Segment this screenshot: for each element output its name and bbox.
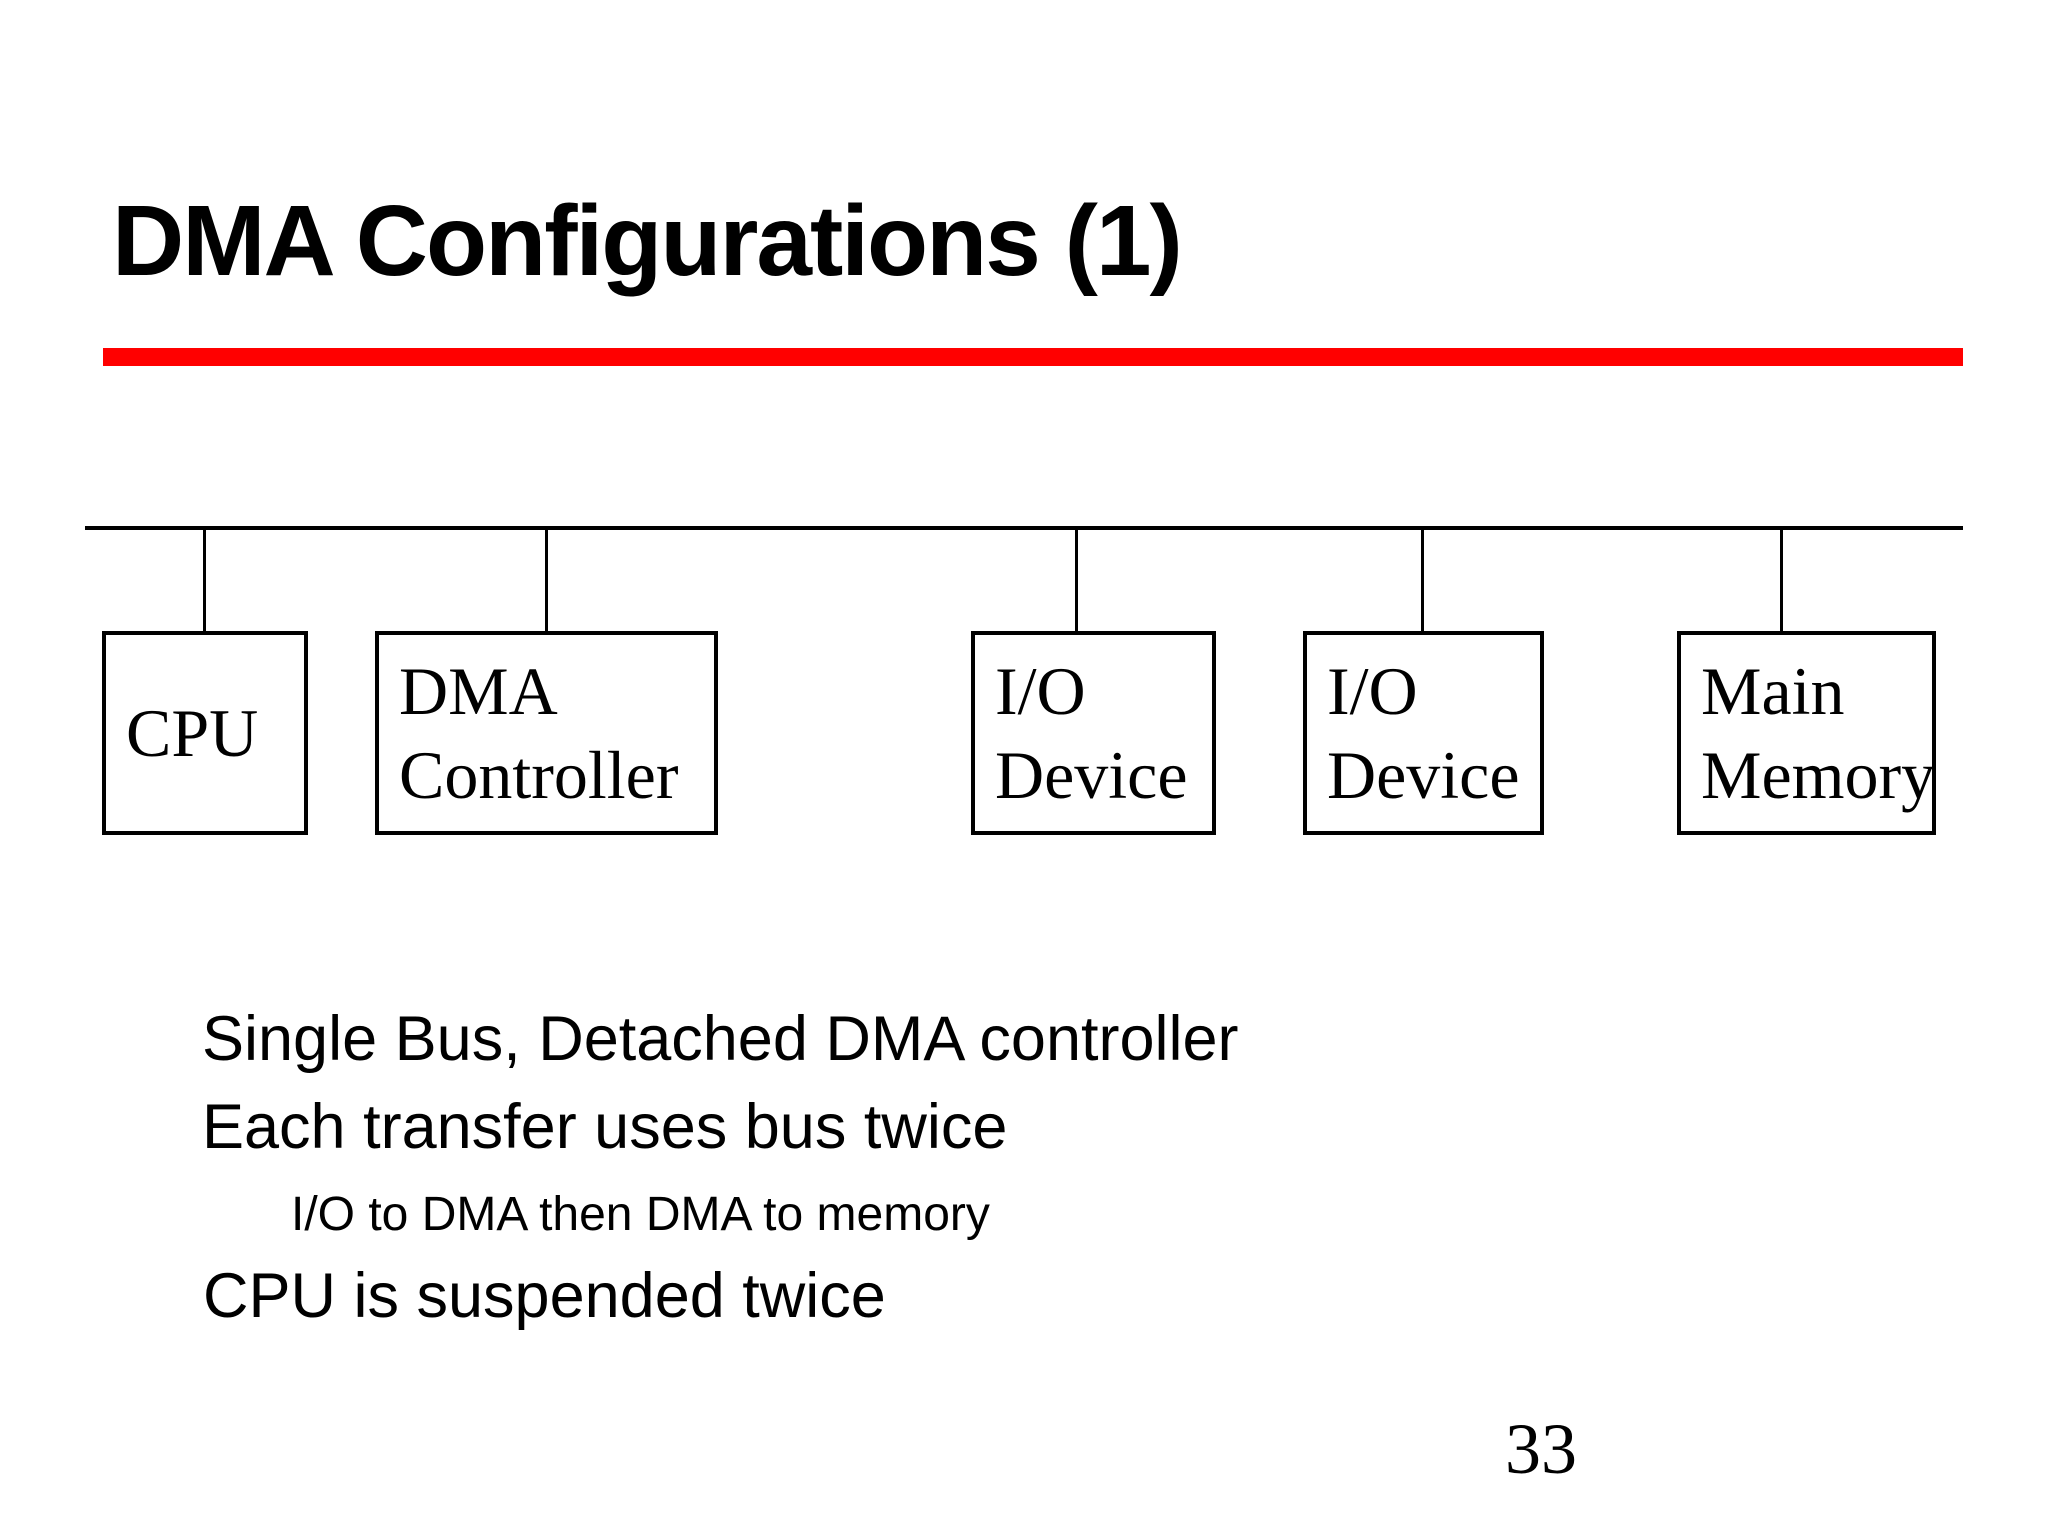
diagram-box-io-device-1: I/O Device [971,631,1216,835]
box-label-line: Main [1701,653,1845,729]
title-accent-rule [103,348,1963,366]
box-label-line: I/O [1327,653,1418,729]
diagram-box-cpu: CPU [102,631,308,835]
box-label-line: Memory [1701,737,1936,813]
box-label-line: Device [1327,737,1520,813]
note-line-io-to-dma: I/O to DMA then DMA to memory [291,1188,990,1241]
bus-connector-io-device-2 [1421,529,1424,632]
box-label-line: I/O [995,653,1086,729]
bus-connector-io-device-1 [1075,529,1078,632]
bus-connector-main-memory [1780,529,1783,632]
note-line-cpu-suspended: CPU is suspended twice [203,1261,886,1331]
box-label-line: DMA [399,653,558,729]
box-label-line: Device [995,737,1188,813]
bus-connector-dma-controller [545,529,548,632]
diagram-box-io-device-2: I/O Device [1303,631,1544,835]
system-bus-line [85,526,1963,530]
slide-title: DMA Configurations (1) [112,185,1183,297]
bus-connector-cpu [203,529,206,632]
diagram-box-main-memory: Main Memory [1677,631,1936,835]
note-line-each-transfer: Each transfer uses bus twice [202,1092,1008,1162]
box-label-line: CPU [126,695,259,771]
page-number: 33 [1505,1409,1577,1489]
note-line-single-bus: Single Bus, Detached DMA controller [202,1004,1239,1074]
box-label-line: Controller [399,737,679,813]
diagram-box-dma-controller: DMA Controller [375,631,718,835]
